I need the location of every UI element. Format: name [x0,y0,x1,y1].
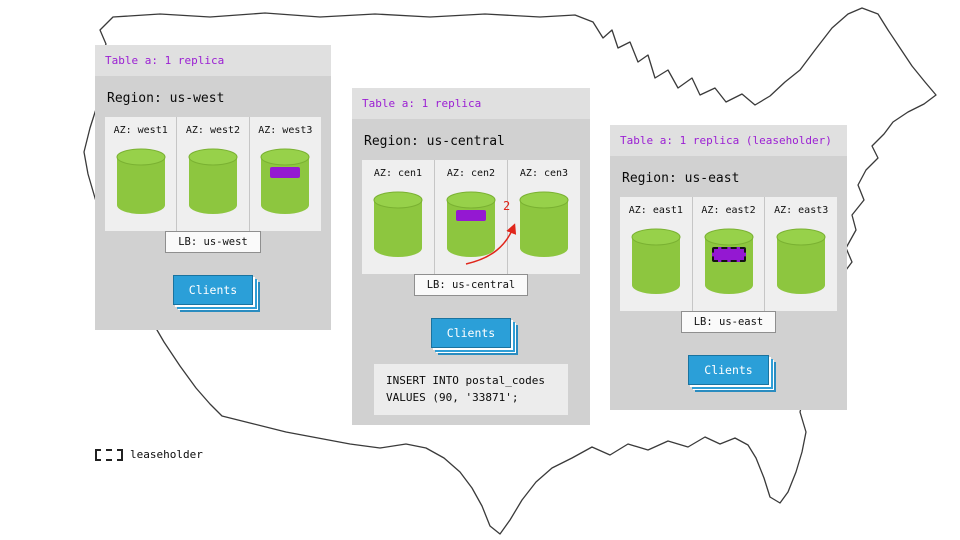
az-label: AZ: west2 [185,125,241,136]
legend: leaseholder [95,448,203,461]
cylinder-icon [631,228,681,294]
panel-body-us-west: Region: us-west AZ: west1 AZ: west2 [95,76,331,305]
region-panel-us-east: Table a: 1 replica (leaseholder) Region:… [610,125,847,410]
database-cylinder [187,147,239,217]
load-balancer-us-west: LB: us-west [165,231,261,253]
database-cylinder [372,190,424,260]
az-label: AZ: west1 [113,125,168,136]
cylinder-icon [776,228,826,294]
cylinder-icon [704,228,753,294]
database-cylinder [630,227,682,297]
legend-label: leaseholder [130,448,203,461]
cylinder-icon [260,148,310,214]
panel-body-us-central: Region: us-central AZ: cen1 AZ: cen2 [352,119,590,415]
leaseholder-legend-icon [95,448,123,461]
load-balancer-us-central: LB: us-central [413,274,529,296]
cylinder-icon [446,191,496,257]
region-title-us-west: Region: us-west [107,91,225,106]
az-label: AZ: cen1 [373,168,423,179]
az-label: AZ: west3 [258,125,313,136]
cylinder-icon [373,191,423,257]
az-west1: AZ: west1 [105,117,178,231]
database-cylinder [115,147,167,217]
cylinder-icon [519,191,569,257]
az-label: AZ: cen2 [446,168,496,179]
cylinder-icon [188,148,238,214]
database-cylinder [259,147,311,217]
table-replica-label-us-central: Table a: 1 replica [352,88,590,119]
region-title-us-east: Region: us-east [622,171,740,186]
database-cylinder [445,190,497,260]
az-west2: AZ: west2 [177,117,250,231]
database-cylinder [518,190,570,260]
database-cylinder [775,227,827,297]
table-replica-label-us-east: Table a: 1 replica (leaseholder) [610,125,847,156]
replica-marker [456,210,486,221]
region-panel-us-west: Table a: 1 replica Region: us-west AZ: w… [95,45,331,330]
az-cen1: AZ: cen1 [362,160,435,274]
load-balancer-us-east: LB: us-east [680,311,777,333]
sql-line-1: INSERT INTO postal_codes [386,374,545,387]
clients-button-us-east: Clients [688,355,769,385]
az-west3: AZ: west3 [250,117,321,231]
az-east3: AZ: east3 [765,197,837,311]
az-cen2: AZ: cen2 [435,160,508,274]
database-cylinder [703,227,755,297]
clients-button-us-central: Clients [430,318,512,348]
sql-line-2: VALUES (90, '33871'; [386,390,519,404]
az-label: AZ: east1 [628,205,683,216]
az-container-us-east: AZ: east1 AZ: east2 [620,197,837,311]
leaseholder-marker [711,247,746,262]
region-title-us-central: Region: us-central [364,134,505,149]
az-label: AZ: east3 [774,205,829,216]
az-cen3: AZ: cen3 [508,160,580,274]
sql-statement: INSERT INTO postal_codes VALUES (90, '33… [374,364,568,415]
az-east1: AZ: east1 [620,197,693,311]
region-panel-us-central: Table a: 1 replica Region: us-central AZ… [352,88,590,425]
az-container-us-west: AZ: west1 AZ: west2 [105,117,321,231]
clients-button-us-west: Clients [172,275,254,305]
panel-body-us-east: Region: us-east AZ: east1 AZ: east2 [610,156,847,385]
az-container-us-central: AZ: cen1 AZ: cen2 [362,160,580,274]
az-label: AZ: east2 [701,205,756,216]
replica-marker [270,167,301,178]
az-east2: AZ: east2 [693,197,766,311]
cylinder-icon [116,148,166,214]
az-label: AZ: cen3 [519,168,569,179]
table-replica-label-us-west: Table a: 1 replica [95,45,331,76]
